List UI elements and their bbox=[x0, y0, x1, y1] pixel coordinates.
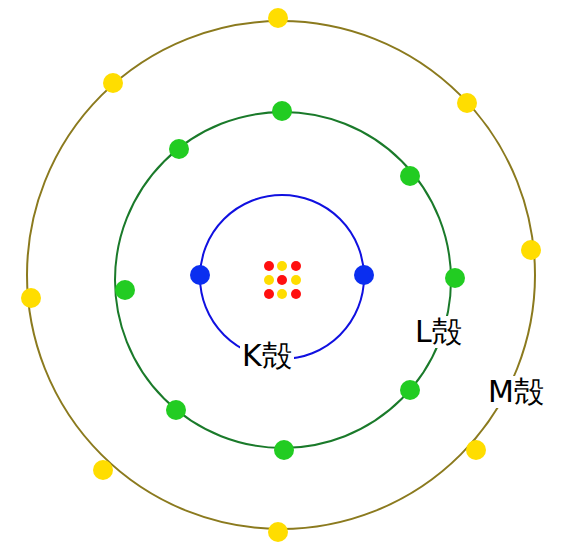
shell-label: K殻 bbox=[240, 340, 294, 372]
m-shell-electrons bbox=[21, 8, 541, 542]
m-shell-orbit bbox=[27, 21, 535, 529]
k-shell-orbit bbox=[200, 195, 364, 359]
l-shell-electrons bbox=[115, 101, 465, 460]
shell-label: M殻 bbox=[486, 376, 546, 408]
nucleus bbox=[264, 261, 301, 299]
shell-label: L殻 bbox=[413, 316, 464, 348]
l-shell-orbit bbox=[115, 112, 451, 448]
